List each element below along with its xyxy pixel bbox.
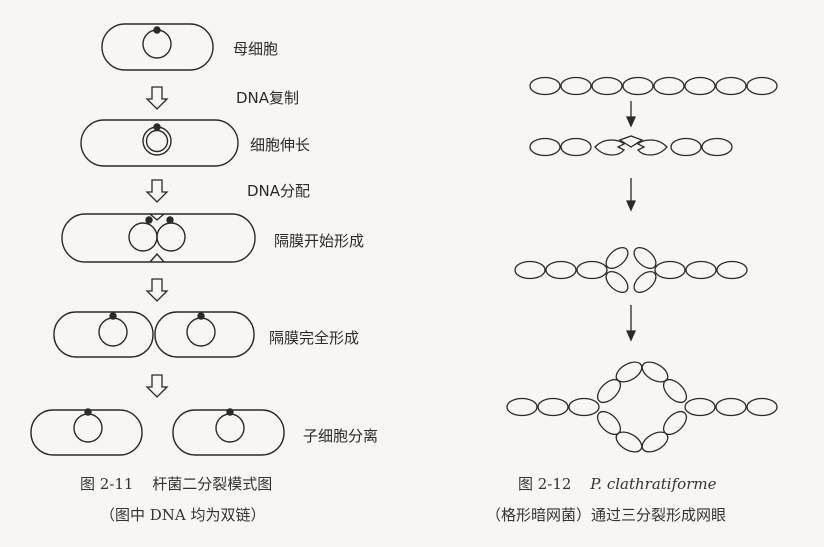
cell-chain-dividing xyxy=(529,135,733,157)
fig-2-12-number: 图 2-12 xyxy=(518,475,572,493)
fig-2-12-note: （格形暗网菌）通过三分裂形成网眼 xyxy=(486,506,727,524)
stage-arrow-1 xyxy=(146,86,168,110)
stage-label-daughter-separation: 子细胞分离 xyxy=(303,427,379,445)
fig-2-11-note: （图中 DNA 均为双链） xyxy=(100,506,266,524)
stage-arrow-4 xyxy=(146,374,168,398)
stage-label-septum-forming: 隔膜开始形成 xyxy=(274,232,365,250)
cell-mesh-full xyxy=(506,361,778,453)
arrow-down-1 xyxy=(625,101,637,128)
arrow-label-dna-distribution: DNA分配 xyxy=(247,182,311,200)
fig-2-11-number: 图 2-11 xyxy=(80,475,134,493)
stage-arrow-2 xyxy=(146,179,168,203)
fig-2-12-species: P. clathratiforme xyxy=(590,475,717,493)
arrow-label-dna-replication: DNA复制 xyxy=(236,89,300,107)
stage-label-cell-elongation: 细胞伸长 xyxy=(250,136,311,154)
arrow-down-2 xyxy=(625,178,637,212)
stage-label-septum-complete: 隔膜完全形成 xyxy=(269,329,360,347)
elongated-cell xyxy=(80,119,239,167)
mother-cell xyxy=(101,23,214,71)
fig-2-11-caption: 图 2-11 杆菌二分裂模式图 xyxy=(80,473,272,494)
stage-arrow-3 xyxy=(146,278,168,302)
fig-2-11-title: 杆菌二分裂模式图 xyxy=(152,475,273,493)
cell-mesh-small xyxy=(514,247,748,293)
arrow-down-3 xyxy=(625,305,637,342)
septum-complete-cells xyxy=(53,311,255,358)
stage-label-mother-cell: 母细胞 xyxy=(233,40,279,58)
fig-2-12-caption: 图 2-12 P. clathratiforme xyxy=(518,473,716,494)
septum-forming-cell xyxy=(61,213,256,263)
daughter-cells xyxy=(30,408,285,456)
fig-2-11 xyxy=(30,23,285,456)
fig-2-12 xyxy=(506,76,778,453)
cell-chain-initial xyxy=(529,76,778,96)
